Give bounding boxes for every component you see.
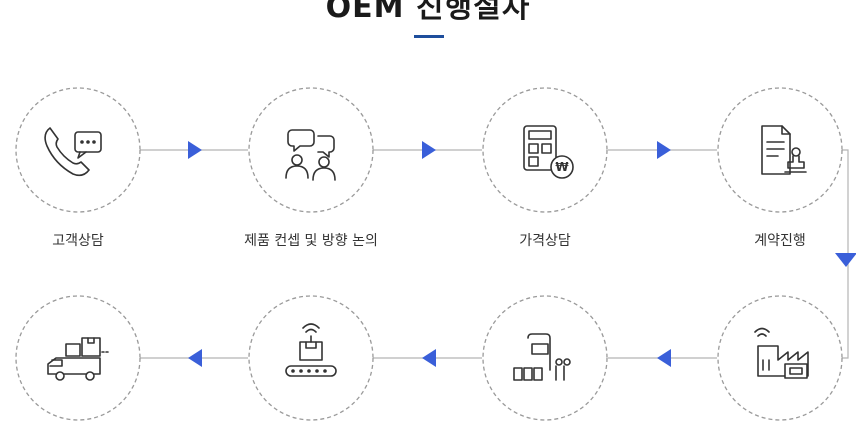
conveyor-package-icon [285,323,337,377]
smart-factory-icon [754,327,809,379]
discussion-icon [285,129,336,181]
arrow-left-2 [422,349,436,367]
contract-stamp-icon [761,125,807,175]
step-circle-3 [482,87,608,213]
step-circle-6 [482,295,608,421]
step-circle-4 [717,87,843,213]
delivery-truck-icon [47,337,111,381]
title-underline [414,35,444,38]
phone-chat-icon [44,127,102,177]
arrow-left-1 [657,349,671,367]
step-label-contract: 계약진행 [754,233,806,249]
page-title: OEM 진행절차 [325,0,531,25]
step-label-pricing: 가격상담 [519,233,571,249]
calculator-won-icon: ₩ [523,125,574,179]
arrow-right-2 [422,141,436,159]
arrow-right-3 [657,141,671,159]
production-machine-icon [513,333,571,381]
svg-text:₩: ₩ [555,160,569,174]
step-circle-2 [248,87,374,213]
step-label-concept: 제품 컨셉 및 방향 논의 [244,233,378,249]
step-circle-7 [248,295,374,421]
step-circle-1 [15,87,141,213]
arrow-right-1 [188,141,202,159]
arrow-down [835,253,856,267]
step-label-consultation: 고객상담 [52,233,104,249]
arrow-left-3 [188,349,202,367]
